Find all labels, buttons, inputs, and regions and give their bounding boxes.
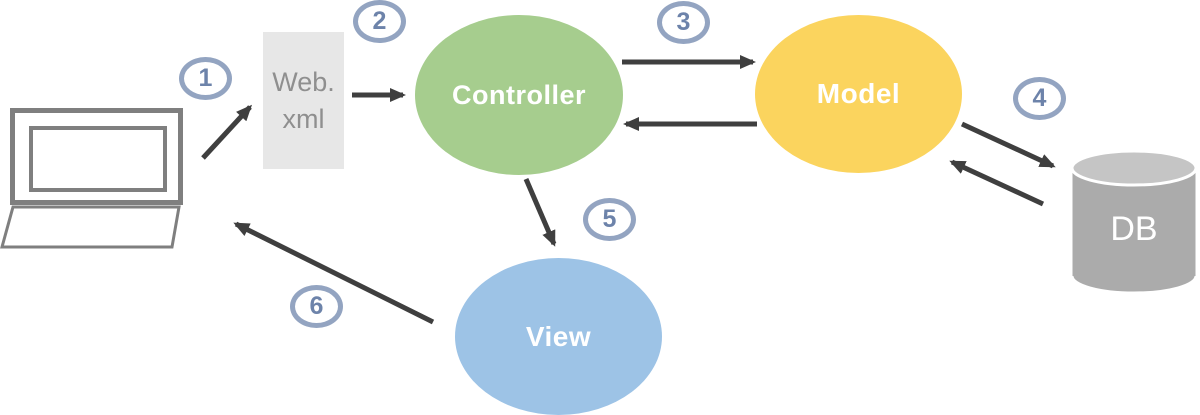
db-label: DB <box>1110 210 1158 248</box>
step-badge-3-number: 3 <box>676 8 691 36</box>
step-badge-1: 1 <box>179 57 232 100</box>
step-badge-2-number: 2 <box>372 7 387 35</box>
webxml-node: Web. xml <box>263 32 344 169</box>
step-badge-2: 2 <box>353 0 406 43</box>
step-badge-4: 4 <box>1013 77 1066 120</box>
step-badge-4-number: 4 <box>1032 84 1047 112</box>
step-badge-3: 3 <box>657 1 710 44</box>
step-badge-5: 5 <box>583 198 636 241</box>
controller-label: Controller <box>451 79 586 110</box>
step-badge-1-number: 1 <box>198 64 213 92</box>
model-node: Model <box>755 15 962 173</box>
model-label: Model <box>816 78 901 109</box>
arrow-controller-to-view <box>523 178 557 247</box>
arrow-model-to-db <box>960 121 1056 169</box>
view-node: View <box>455 258 662 415</box>
webxml-label-line2: xml <box>282 103 325 134</box>
arrow-db-to-model <box>949 159 1045 207</box>
webxml-label-line1: Web. <box>272 66 335 97</box>
step-badge-6-number: 6 <box>309 292 324 320</box>
arrow-client-to-webxml <box>201 104 253 160</box>
step-badge-6: 6 <box>290 285 343 328</box>
controller-node: Controller <box>415 15 623 175</box>
view-label: View <box>525 320 592 352</box>
laptop-icon <box>0 108 183 249</box>
step-badge-5-number: 5 <box>602 205 617 233</box>
